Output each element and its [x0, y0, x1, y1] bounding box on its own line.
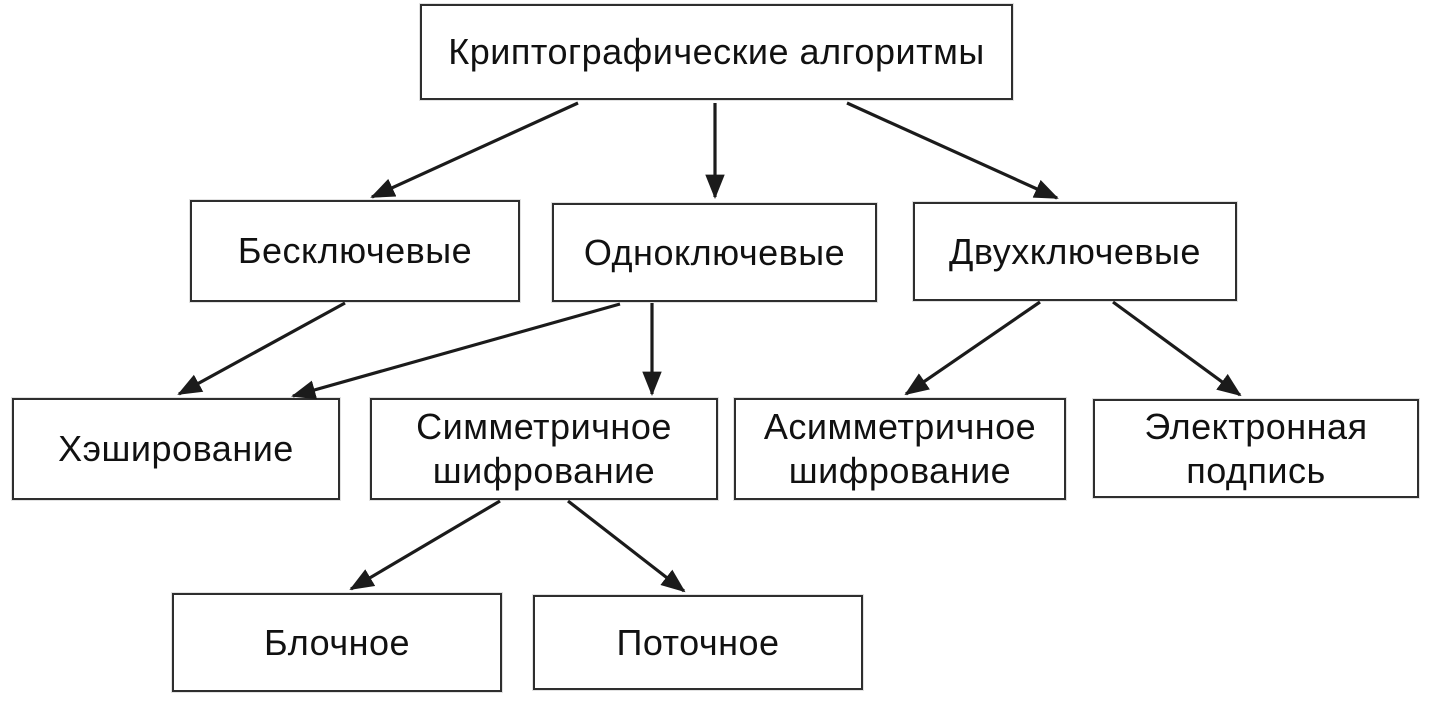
node-single-key: Одноключевые	[552, 203, 877, 302]
node-single-key-label: Одноключевые	[583, 231, 846, 273]
node-asymmetric-encryption: Асимметричное шифрование	[734, 398, 1066, 500]
edge-root-two-key	[846, 101, 1059, 200]
node-cryptographic-algorithms: Криптографические алгоритмы	[420, 4, 1013, 100]
node-two-key: Двухключевые	[913, 202, 1237, 301]
node-symmetric-encryption: Симметричное шифрование	[370, 398, 718, 500]
node-hashing-label: Хэширование	[58, 428, 294, 470]
edge-symmetric-block	[349, 499, 501, 591]
edge-two-key-asymmetric	[904, 300, 1041, 396]
edge-keyless-hashing	[177, 301, 346, 396]
node-digital-signature-label: Электронная подпись	[1144, 405, 1368, 491]
edge-symmetric-stream	[567, 499, 686, 593]
node-asymmetric-encryption-label: Асимметричное шифрование	[763, 406, 1037, 491]
edge-root-keyless	[370, 101, 579, 199]
node-keyless: Бесключевые	[190, 200, 520, 302]
node-cryptographic-algorithms-label: Криптографические алгоритмы	[448, 31, 985, 73]
node-digital-signature: Электронная подпись	[1093, 399, 1419, 498]
node-stream-cipher: Поточное	[533, 595, 863, 690]
node-block-cipher: Блочное	[172, 593, 502, 692]
node-block-cipher-label: Блочное	[263, 621, 411, 663]
node-hashing: Хэширование	[12, 398, 340, 500]
edge-two-key-signature	[1112, 300, 1242, 397]
node-two-key-label: Двухключевые	[949, 230, 1201, 272]
edge-single-key-hashing	[291, 302, 621, 400]
node-stream-cipher-label: Поточное	[616, 621, 780, 663]
node-keyless-label: Бесключевые	[237, 230, 473, 272]
node-symmetric-encryption-label: Симметричное шифрование	[416, 406, 672, 491]
